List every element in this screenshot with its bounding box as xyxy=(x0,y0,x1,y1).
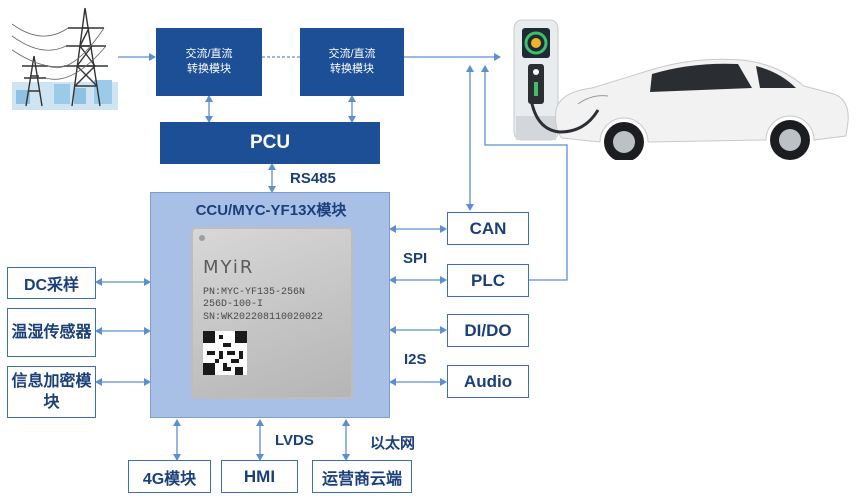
charging-station-image xyxy=(508,18,578,144)
pin1-marker xyxy=(199,235,205,241)
converter-1-line2: 转换模块 xyxy=(187,63,231,75)
rs485-label: RS485 xyxy=(290,170,336,187)
chip-sn: SN:WK202208110020022 xyxy=(203,312,324,323)
power-tower-image xyxy=(12,6,118,110)
pcu-label: PCU xyxy=(249,132,291,153)
chip-pn-2: 256D-100-I xyxy=(203,299,264,310)
spi-label: SPI xyxy=(403,250,428,267)
ethernet-label: 以太网 xyxy=(370,435,416,452)
converter-1-line1: 交流/直流 xyxy=(185,48,233,60)
ac-dc-converter-1: 交流/直流转换模块 xyxy=(156,28,262,96)
myir-logo: MYiR xyxy=(203,257,255,278)
temp-humidity-sensor-box: 温湿传感器 xyxy=(7,308,96,357)
ac-dc-converter-2: 交流/直流转换模块 xyxy=(300,28,404,96)
carrier-cloud-box: 运营商云端 xyxy=(312,460,412,493)
ccu-module: CCU/MYC-YF13X模块 MYiR PN:MYC-YF135-256N 2… xyxy=(150,192,390,418)
pcu-block: PCU xyxy=(160,122,380,164)
dc-sampling-box: DC采样 xyxy=(7,267,96,299)
lvds-label: LVDS xyxy=(275,432,314,449)
encryption-module-box: 信息加密模块 xyxy=(7,366,96,418)
hmi-box: HMI xyxy=(221,460,298,493)
plc-box: PLC xyxy=(447,264,529,297)
som-chip: MYiR PN:MYC-YF135-256N 256D-100-I SN:WK2… xyxy=(191,227,353,399)
ccu-title: CCU/MYC-YF13X模块 xyxy=(195,202,347,219)
4g-module-box: 4G模块 xyxy=(128,460,211,493)
converter-2-line1: 交流/直流 xyxy=(328,48,376,60)
can-box: CAN xyxy=(447,212,529,245)
electric-car-image xyxy=(552,50,852,160)
audio-box: Audio xyxy=(447,365,529,398)
i2s-label: I2S xyxy=(404,351,427,368)
chip-pn: PN:MYC-YF135-256N xyxy=(203,287,306,298)
converter-2-line2: 转换模块 xyxy=(330,63,374,75)
dido-box: DI/DO xyxy=(447,314,529,347)
qr-code-icon xyxy=(203,331,247,375)
